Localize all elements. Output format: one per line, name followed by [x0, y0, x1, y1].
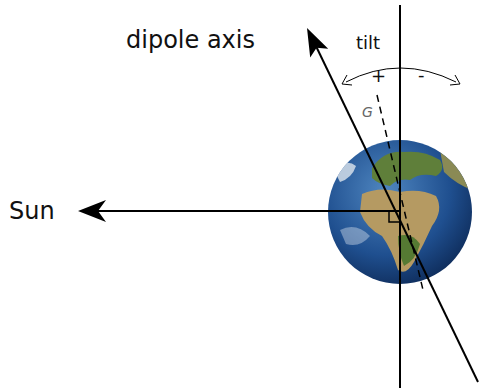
sign-label: -: [418, 66, 425, 84]
sign-label: +: [371, 67, 386, 85]
sketch-mark: G: [362, 105, 373, 119]
tilt-arc-head: [342, 75, 352, 85]
tilt-arc-head: [450, 75, 460, 85]
sun-label: Sun: [9, 199, 55, 223]
sun-direction-line: [96, 210, 400, 212]
vertical-reference-line: [399, 5, 401, 388]
right-angle-mark: [389, 211, 400, 222]
angle-label: tilt: [356, 34, 380, 52]
rotation-axis-dashed: [377, 95, 423, 290]
axis-label: dipole axis: [126, 28, 255, 52]
sun-arrowhead: [78, 200, 106, 222]
tilt-arc: [346, 68, 456, 82]
dipole-arrowhead: [307, 28, 328, 58]
